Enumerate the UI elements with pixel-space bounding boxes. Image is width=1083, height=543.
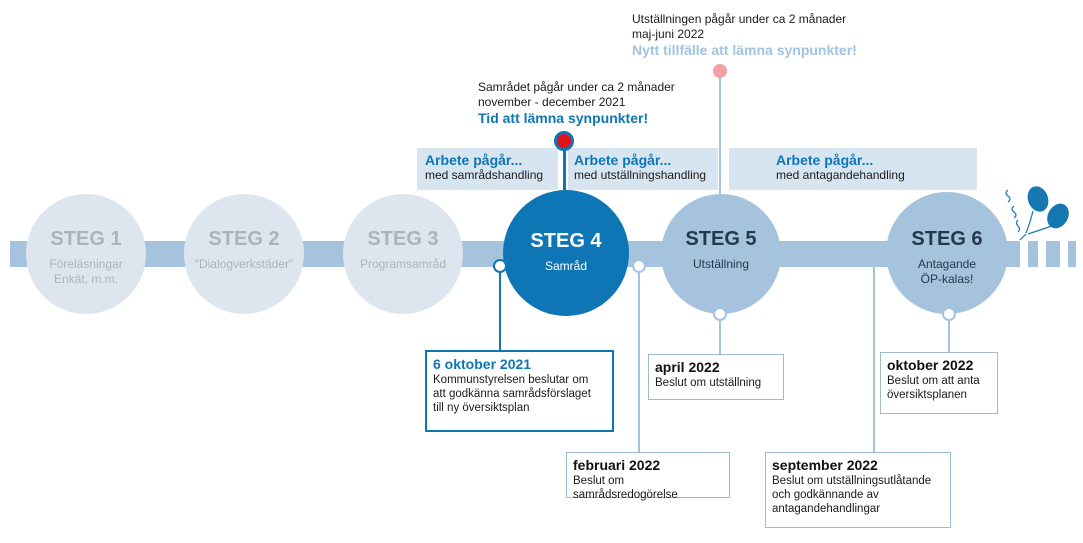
apr2022-dot: [713, 307, 727, 321]
decision-box-feb2022: februari 2022 Beslut om samrådsredogörel…: [566, 452, 730, 501]
decision-line-1: Beslut om utställning: [655, 377, 762, 389]
step-3-circle[interactable]: STEG 3 Programsamråd: [343, 194, 463, 314]
step-1-circle[interactable]: STEG 1 Föreläsningar Enkät, m.m.: [26, 194, 146, 314]
step-2-title: STEG 2: [208, 228, 280, 250]
step-1-desc-line-2: Enkät, m.m.: [53, 272, 118, 286]
decision-line-2: översiktsplanen: [887, 389, 967, 401]
decision-box-oct2021: 6 oktober 2021 Kommunstyrelsen beslutar …: [425, 350, 614, 432]
step-5-desc-line-1: Utställning: [692, 257, 750, 271]
decision-date: februari 2022: [573, 457, 661, 473]
work-bar-antagandehandling: Arbete pågår... med antagandehandling: [729, 148, 977, 190]
decision-line-1: Beslut om samrådsredogörelse: [573, 475, 678, 501]
utstallning-pink-dot: [713, 64, 727, 78]
step-2-desc-line-1: "Dialogverkstäder": [194, 257, 294, 271]
decision-date: 6 oktober 2021: [433, 356, 532, 372]
decision-date: oktober 2022: [887, 357, 974, 373]
step-1-desc-line-1: Föreläsningar: [49, 257, 123, 271]
timeline-band-dash-1: [1028, 241, 1038, 267]
samrad-note-line-1: Samrådet pågår under ca 2 månader: [478, 80, 675, 94]
work-bar-utstallningshandling: Arbete pågår... med utställningshandling: [568, 148, 718, 190]
decision-line-1: Beslut om utställningsutlåtande: [772, 475, 932, 487]
step-3-title: STEG 3: [367, 228, 439, 250]
decision-box-okt2022: oktober 2022 Beslut om att anta översikt…: [880, 352, 998, 414]
connector-line-utstallning-top: [719, 72, 721, 200]
connector-line-feb2022: [638, 266, 640, 452]
samrad-note: Samrådet pågår under ca 2 månader novemb…: [478, 80, 698, 127]
oct2021-dot: [493, 259, 507, 273]
work-bar-sub: med utställningshandling: [574, 168, 707, 182]
step-4-title: STEG 4: [530, 230, 602, 252]
decision-line-1: Kommunstyrelsen beslutar om: [433, 374, 589, 386]
step-4-circle[interactable]: STEG 4 Samråd: [503, 190, 629, 316]
utstallning-note-line-2: maj-juni 2022: [632, 27, 705, 41]
decision-line-2: att godkänna samrådsförslaget: [433, 388, 591, 400]
step-1-title: STEG 1: [50, 228, 122, 250]
feb2022-dot: [632, 259, 646, 273]
connector-line-samrad-top: [563, 144, 566, 190]
okt2022-dot: [942, 307, 956, 321]
work-bar-heading: Arbete pågår...: [574, 152, 672, 168]
decision-line-3: till ny översiktsplan: [433, 402, 530, 414]
decision-box-apr2022: april 2022 Beslut om utställning: [648, 354, 784, 400]
timeline-band-dash-3: [1068, 241, 1076, 267]
work-bar-heading: Arbete pågår...: [425, 152, 523, 168]
utstallning-note: Utställningen pågår under ca 2 månader m…: [632, 12, 882, 59]
decision-date: april 2022: [655, 359, 720, 375]
step-2-circle[interactable]: STEG 2 "Dialogverkstäder": [184, 194, 304, 314]
step-5-circle[interactable]: STEG 5 Utställning: [661, 194, 781, 314]
samrad-note-line-2: november - december 2021: [478, 95, 626, 109]
step-6-desc-line-1: Antagande: [917, 257, 977, 271]
samrad-note-cta: Tid att lämna synpunkter!: [478, 110, 649, 126]
work-bar-samradshandling: Arbete pågår... med samrådshandling: [417, 148, 558, 190]
timeline-band-dash-2: [1046, 241, 1060, 267]
connector-line-oct2021: [499, 266, 501, 350]
decision-line-3: antagandehandlingar: [772, 503, 881, 515]
connector-line-okt2022: [948, 316, 950, 352]
work-bar-sub: med antagandehandling: [776, 168, 905, 182]
step-3-desc-line-1: Programsamråd: [359, 257, 447, 271]
connector-line-apr2022: [719, 316, 721, 354]
step-5-title: STEG 5: [685, 228, 757, 250]
step-6-circle[interactable]: STEG 6 Antagande ÖP-kalas!: [886, 192, 1008, 314]
decision-line-1: Beslut om att anta: [887, 375, 980, 387]
step-4-desc-line-1: Samråd: [544, 259, 588, 273]
work-bar-sub: med samrådshandling: [425, 168, 544, 182]
decision-box-sep2022: september 2022 Beslut om utställningsutl…: [765, 452, 951, 528]
step-6-title: STEG 6: [911, 228, 983, 250]
samrad-red-dot: [554, 131, 574, 151]
utstallning-note-cta: Nytt tillfälle att lämna synpunkter!: [632, 42, 857, 58]
decision-date: september 2022: [772, 457, 878, 473]
decision-line-2: och godkännande av: [772, 489, 879, 501]
balloons-icon: [1005, 186, 1069, 241]
connector-line-sep2022: [873, 266, 875, 452]
work-bar-heading: Arbete pågår...: [776, 152, 874, 168]
utstallning-note-line-1: Utställningen pågår under ca 2 månader: [632, 12, 847, 26]
step-6-desc-line-2: ÖP-kalas!: [920, 272, 974, 286]
